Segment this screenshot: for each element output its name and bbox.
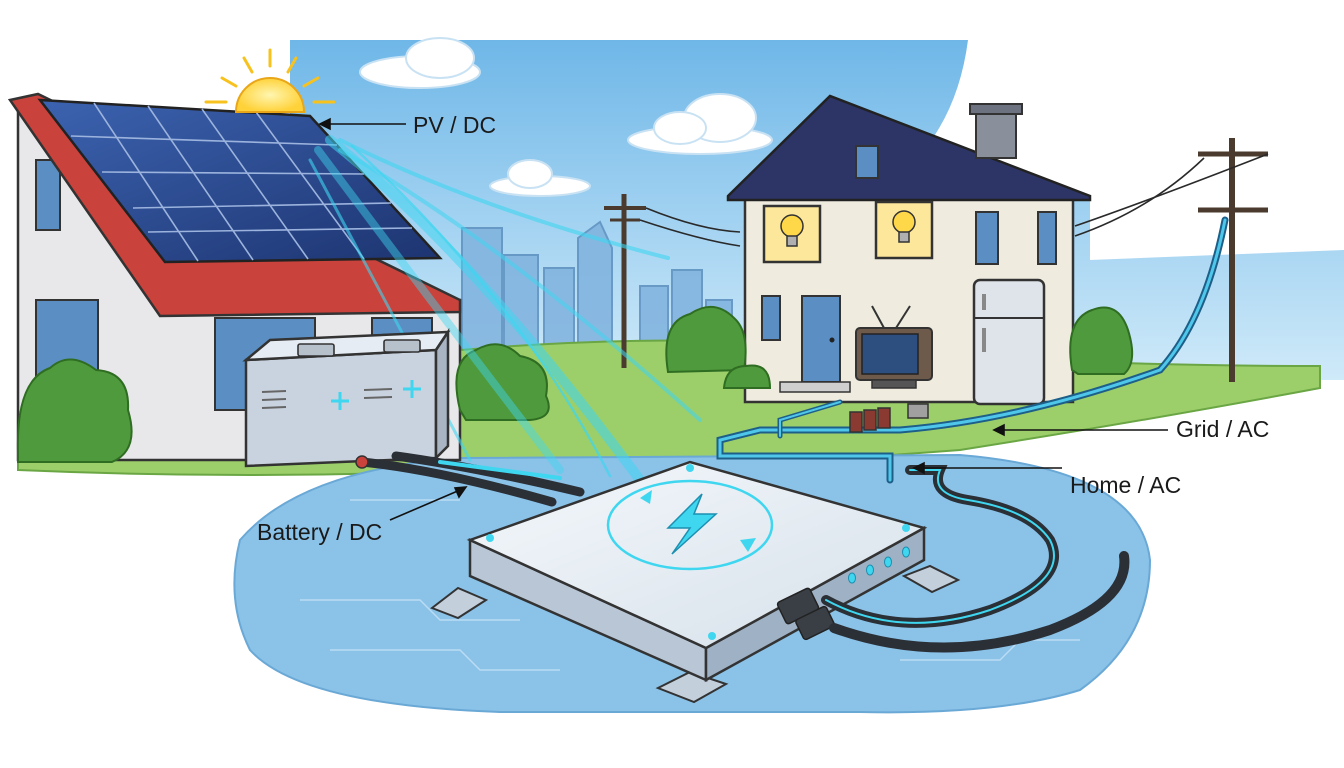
cloud xyxy=(489,159,591,197)
ac-cables xyxy=(716,216,1229,484)
energy-flow xyxy=(308,135,702,485)
bush xyxy=(1069,306,1134,375)
power-lines xyxy=(639,153,1269,247)
right-house xyxy=(726,94,1092,406)
cable-ports xyxy=(776,587,835,641)
bush xyxy=(16,358,133,463)
circuit-lines xyxy=(300,499,1080,671)
output-cables xyxy=(821,465,1130,653)
home-ac-label: Home / AC xyxy=(1070,472,1182,498)
refrigerator-icon xyxy=(972,278,1046,406)
plus-icon xyxy=(331,392,349,410)
pv-dc-label: PV / DC xyxy=(413,112,497,138)
bush xyxy=(665,306,772,389)
arrow-icon xyxy=(640,490,652,504)
battery-dc-label: Battery / DC xyxy=(257,519,383,545)
status-lights xyxy=(848,546,910,584)
dc-cables xyxy=(355,451,585,507)
cloud xyxy=(359,37,481,89)
solar-panel xyxy=(37,98,443,264)
cloud xyxy=(627,93,773,155)
callout-lines xyxy=(318,117,1168,521)
utility-pole-icon xyxy=(604,194,646,368)
sun-icon xyxy=(204,48,336,113)
inverter xyxy=(429,460,961,704)
light-bulb-icon xyxy=(892,210,916,243)
light-bulb-icon xyxy=(780,214,804,247)
grid-ac-label: Grid / AC xyxy=(1176,416,1270,442)
utility-pole-icon xyxy=(1198,138,1268,382)
battery xyxy=(242,327,451,468)
arrow-icon xyxy=(740,538,756,552)
small-device xyxy=(849,403,929,433)
bush xyxy=(455,343,550,421)
plus-icon xyxy=(403,380,421,398)
lightning-icon xyxy=(666,493,718,555)
window-lit xyxy=(762,204,822,264)
television-icon xyxy=(855,305,933,389)
window-lit xyxy=(874,200,934,260)
